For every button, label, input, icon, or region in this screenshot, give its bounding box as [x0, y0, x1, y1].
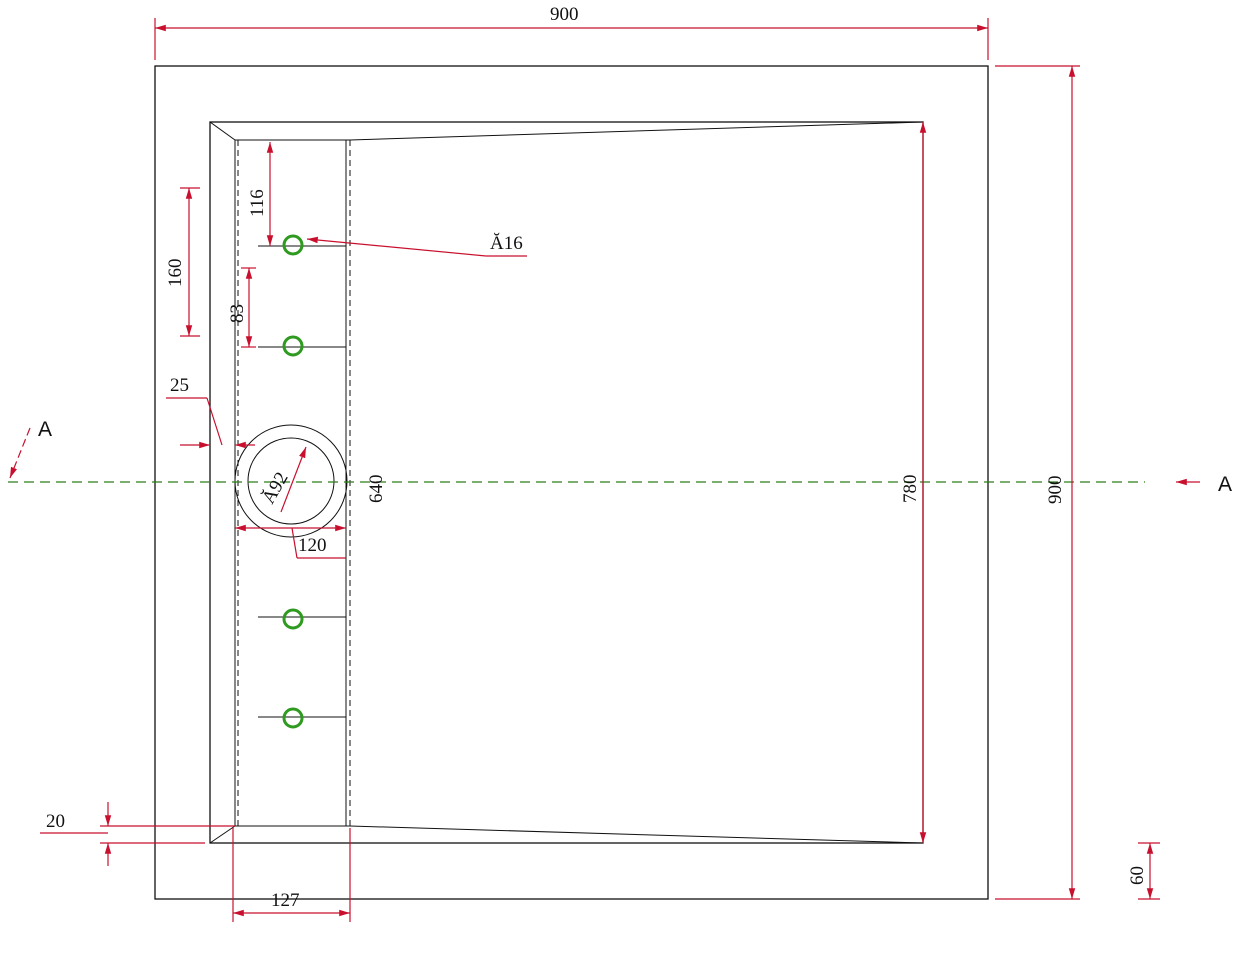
dim-edge-height: 60: [1127, 842, 1160, 900]
dim-drain-diameter-label: Ă92: [258, 469, 293, 508]
dim-channel-width: 127: [232, 828, 351, 922]
section-marker-right: A: [1176, 473, 1232, 496]
dim-drain-offset-label: 120: [298, 535, 327, 556]
drain-hole: [282, 234, 304, 256]
drain-hole: [282, 707, 304, 729]
dim-rim-offset: 20: [40, 802, 235, 866]
dim-hole-diameter: Ă16: [306, 233, 527, 257]
drain-holes: [282, 234, 304, 729]
drain-channel: [237, 140, 351, 826]
dim-rim-offset-label: 20: [46, 811, 65, 832]
dim-channel-length-label: 640: [366, 475, 387, 504]
drain-hole: [282, 608, 304, 630]
dim-hole-spacing-outer: 160: [165, 187, 200, 337]
dim-inner-length: 780: [900, 122, 927, 843]
section-marker-left: A: [9, 418, 52, 479]
dim-inner-length-label: 780: [900, 475, 921, 504]
dim-hole-spacing-outer-label: 160: [165, 259, 186, 288]
dim-overall-height-label: 900: [1045, 476, 1066, 505]
dim-overall-width-label: 900: [550, 4, 579, 25]
drain-hole: [282, 335, 304, 357]
dim-wall-offset: 25: [166, 375, 255, 449]
main-drain: [234, 424, 348, 538]
dim-drain-diameter: Ă92: [258, 446, 307, 513]
dim-overall-width: 900: [154, 4, 989, 60]
dim-hole-diameter-label: Ă16: [490, 233, 523, 254]
dim-hole-spacing-inner: 83: [227, 267, 256, 348]
dim-hole-top-offset-label: 116: [247, 189, 268, 217]
section-label-left: A: [38, 418, 52, 441]
dim-wall-offset-label: 25: [170, 375, 189, 396]
dim-hole-top-offset: 116: [247, 142, 274, 246]
dim-overall-height: 900: [995, 65, 1080, 900]
dim-edge-height-label: 60: [1127, 866, 1148, 885]
dim-hole-spacing-inner-label: 83: [227, 304, 248, 323]
dim-channel-width-label: 127: [271, 890, 300, 911]
dim-drain-offset: 120: [235, 524, 346, 559]
section-label-right: A: [1218, 473, 1232, 496]
